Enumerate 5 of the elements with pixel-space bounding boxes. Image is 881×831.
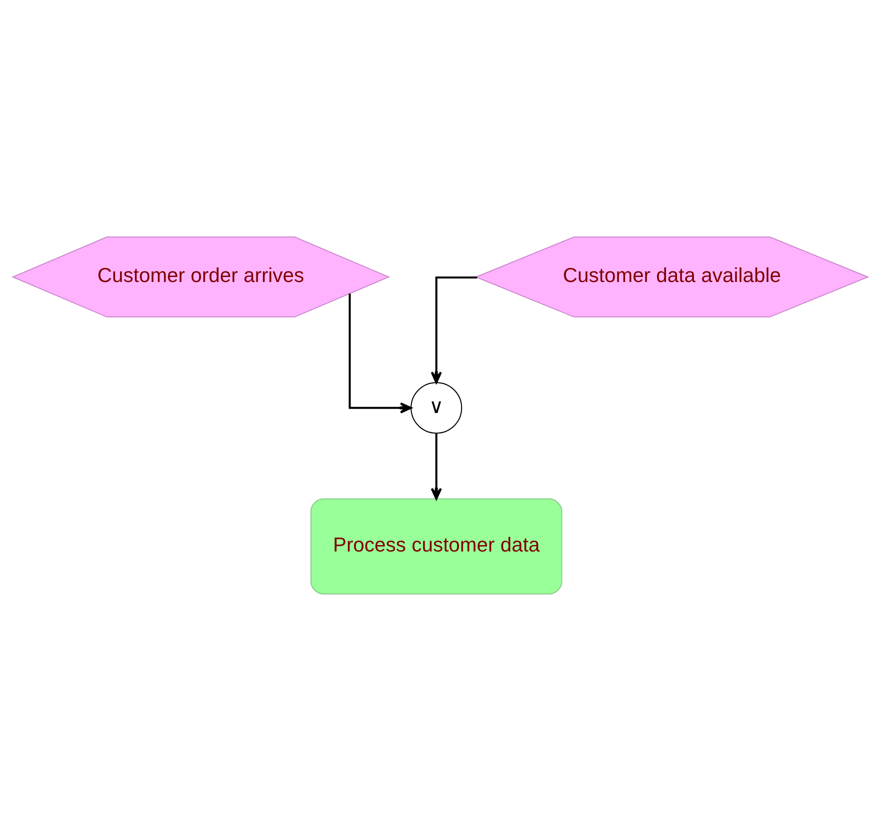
node-circle: ∨ (410, 382, 462, 434)
arrow (430, 276, 478, 384)
arrow (348, 294, 412, 414)
arrow (430, 433, 442, 500)
node-box: Process customer data (310, 498, 562, 594)
